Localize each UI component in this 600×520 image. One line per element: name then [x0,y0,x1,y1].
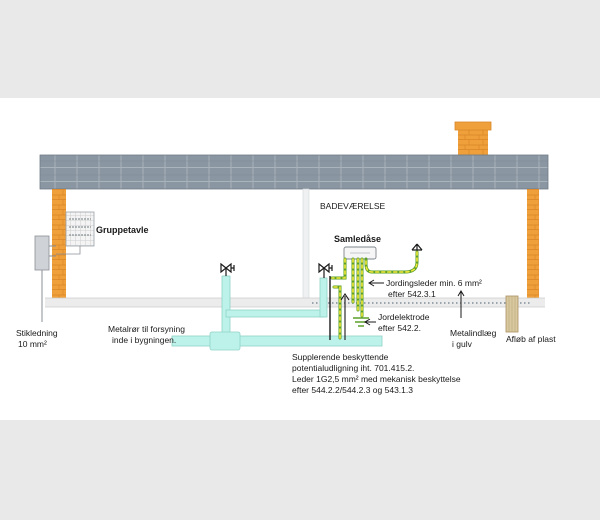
earth-conductor-label: efter 542.3.1 [388,289,436,299]
earth-electrode-label: efter 542.2. [378,323,421,333]
junction-box [343,246,377,260]
right-wall [527,189,539,305]
metal-pipe-label: Metalrør til forsyning [108,324,185,334]
arrow-icon [364,279,513,326]
interior-partition-wall [302,188,310,302]
earth-conductor-label: Jordingsleder min. 6 mm² [386,278,482,288]
arrow-icon [340,293,350,340]
plastic-drain [505,295,519,333]
shower-icon [411,243,423,252]
service-cable-label: 10 mm² [18,339,47,349]
floor-metal-label: i gulv [452,339,473,349]
bonding-note: Supplerende beskyttende [292,352,389,362]
bonding-note: potentialudligning iht. 701.415.2. [292,363,414,373]
roof [39,154,549,190]
chimney [454,121,492,155]
valve-icon [318,262,333,278]
diagram-panel [0,98,600,420]
floor [45,297,545,308]
left-wall [52,189,66,305]
bonding-note: Leder 1G2,5 mm² med mekanisk beskyttelse [292,374,461,384]
water-pipe [171,275,383,351]
valve-icon [220,262,235,276]
group-panel [56,211,95,255]
metal-pipe-label: inde i bygningen. [112,335,176,345]
drain-label: Afløb af plast [506,334,556,344]
room-label: BADEVÆRELSE [320,201,386,211]
floor-metal-label: Metalindlæg [450,328,497,338]
junction-box-label: Samledåse [334,234,381,244]
service-cable-label: Stikledning [16,328,58,338]
earth-electrode-label: Jordelektrode [378,312,430,322]
earthing-conductors [330,250,419,340]
bonding-note: efter 544.2.2/544.2.3 og 543.1.3 [292,385,413,395]
group-panel-label: Gruppetavle [96,225,149,235]
